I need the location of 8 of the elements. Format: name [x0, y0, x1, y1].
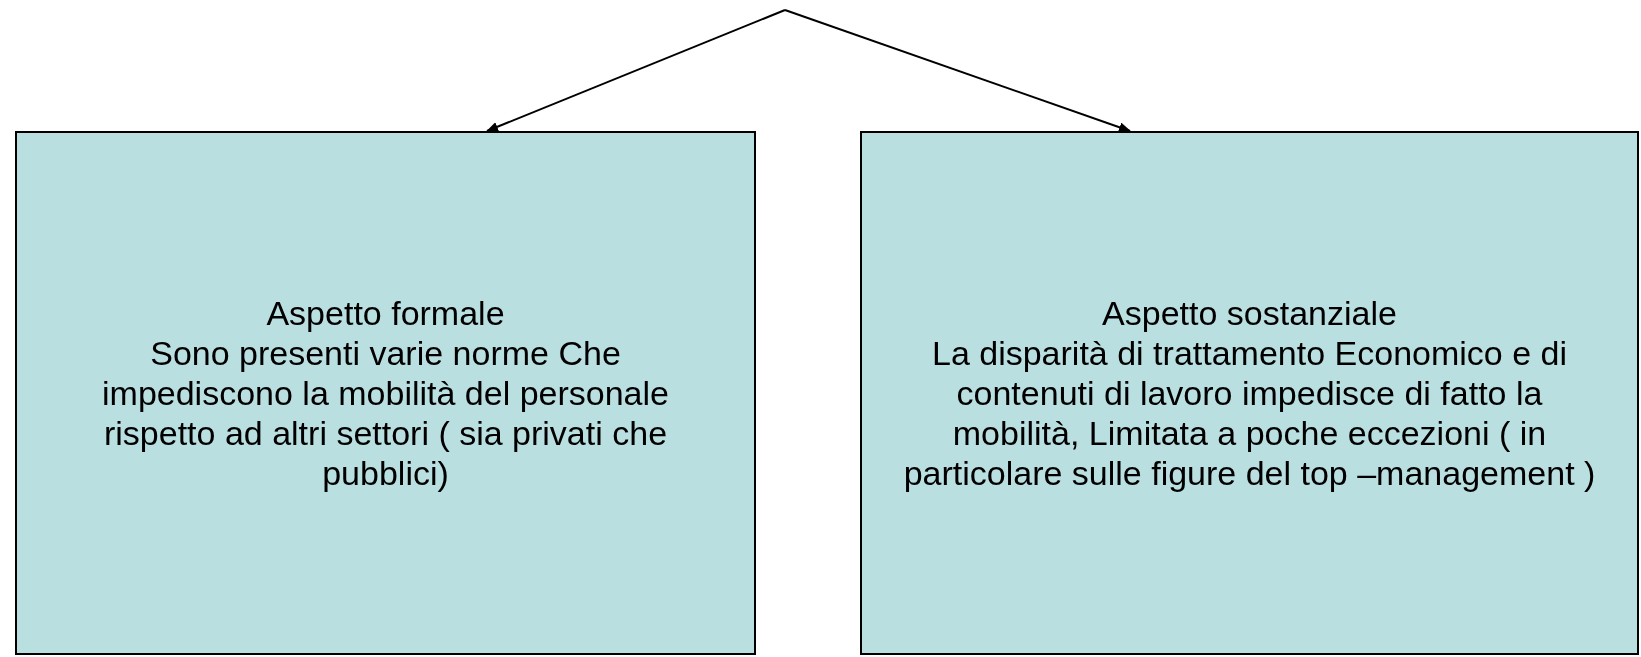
text-box	[15, 131, 756, 655]
box-heading: Aspetto sostanziale	[1102, 293, 1397, 333]
box-text: Sono presenti varie norme Che impediscono la mobilità del personale rispetto ad altri settori ( sia privati che pubblici)	[101, 333, 670, 493]
box-text: La disparità di trattamento Economico e di contenuti di lavoro impedisce di fatto la mobilità, Limitata a poche eccezioni ( in particolare sulle figure del top –management )	[902, 333, 1597, 493]
arrow	[486, 9, 786, 132]
text-box	[860, 131, 1639, 655]
arrow	[784, 9, 1131, 133]
box-heading: Aspetto formale	[266, 293, 505, 333]
